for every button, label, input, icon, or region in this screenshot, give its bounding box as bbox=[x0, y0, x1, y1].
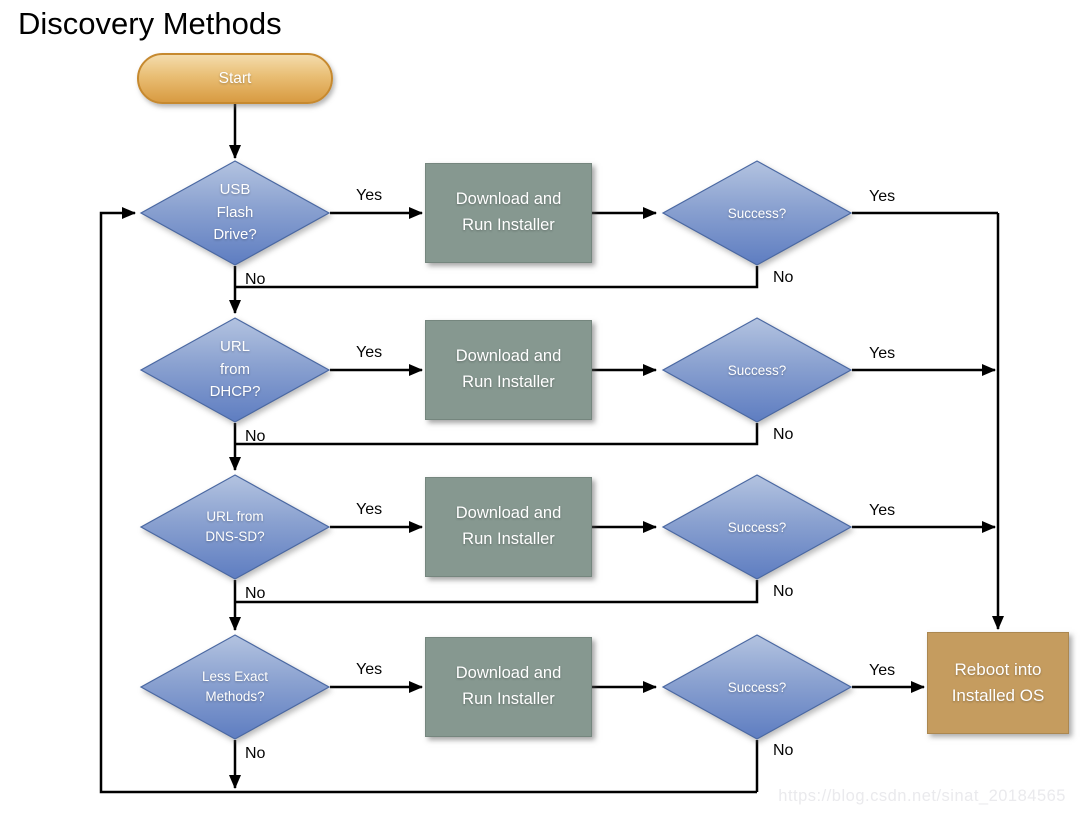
process-download-run-installer-2: Download and Run Installer bbox=[425, 320, 592, 420]
watermark: https://blog.csdn.net/sinat_20184565 bbox=[778, 787, 1066, 805]
process-label: Download and Run Installer bbox=[455, 347, 562, 391]
decision-usb-flash-drive: USB Flash Drive? bbox=[139, 160, 331, 266]
process-download-run-installer-1: Download and Run Installer bbox=[425, 163, 592, 263]
edge-label-yes: Yes bbox=[356, 344, 383, 361]
edge-label-no: No bbox=[773, 426, 794, 443]
success-label: Success? bbox=[727, 519, 787, 535]
edge-label-no: No bbox=[773, 269, 794, 286]
edge-label-no: No bbox=[773, 742, 794, 759]
decision-success-4: Success? bbox=[661, 634, 853, 740]
edge-label-yes: Yes bbox=[356, 661, 383, 678]
edge-label-yes: Yes bbox=[356, 187, 383, 204]
decision-url-from-dhcp: URL from DHCP? bbox=[139, 317, 331, 423]
terminal-reboot-node: Reboot into Installed OS bbox=[927, 632, 1069, 734]
success-label: Success? bbox=[727, 679, 787, 695]
start-node-label: Start bbox=[218, 69, 252, 87]
start-node: Start bbox=[137, 53, 333, 104]
edge-label-no: No bbox=[245, 271, 266, 288]
process-label: Download and Run Installer bbox=[455, 504, 562, 548]
edge-label-yes: Yes bbox=[356, 501, 383, 518]
decision-label: URL from DHCP? bbox=[209, 338, 261, 401]
edge-label-yes: Yes bbox=[869, 662, 896, 679]
decision-success-2: Success? bbox=[661, 317, 853, 423]
process-download-run-installer-4: Download and Run Installer bbox=[425, 637, 592, 737]
edge-label-yes: Yes bbox=[869, 188, 896, 205]
decision-label: USB Flash Drive? bbox=[213, 181, 257, 244]
process-download-run-installer-3: Download and Run Installer bbox=[425, 477, 592, 577]
edge-label-yes: Yes bbox=[869, 502, 896, 519]
success-label: Success? bbox=[727, 205, 787, 221]
edge-label-no: No bbox=[245, 585, 266, 602]
decision-label: Less Exact Methods? bbox=[201, 668, 269, 704]
success-label: Success? bbox=[727, 362, 787, 378]
decision-success-1: Success? bbox=[661, 160, 853, 266]
decision-url-from-dns-sd: URL from DNS-SD? bbox=[139, 474, 331, 580]
process-label: Download and Run Installer bbox=[455, 190, 562, 234]
edge-label-yes: Yes bbox=[869, 345, 896, 362]
edge-label-no: No bbox=[773, 583, 794, 600]
decision-less-exact-methods: Less Exact Methods? bbox=[139, 634, 331, 740]
edge-label-no: No bbox=[245, 745, 266, 762]
decision-success-3: Success? bbox=[661, 474, 853, 580]
process-label: Download and Run Installer bbox=[455, 664, 562, 708]
terminal-label: Reboot into Installed OS bbox=[951, 659, 1045, 705]
decision-label: URL from DNS-SD? bbox=[205, 508, 265, 544]
edge-label-no: No bbox=[245, 428, 266, 445]
page-title: Discovery Methods bbox=[18, 6, 282, 41]
